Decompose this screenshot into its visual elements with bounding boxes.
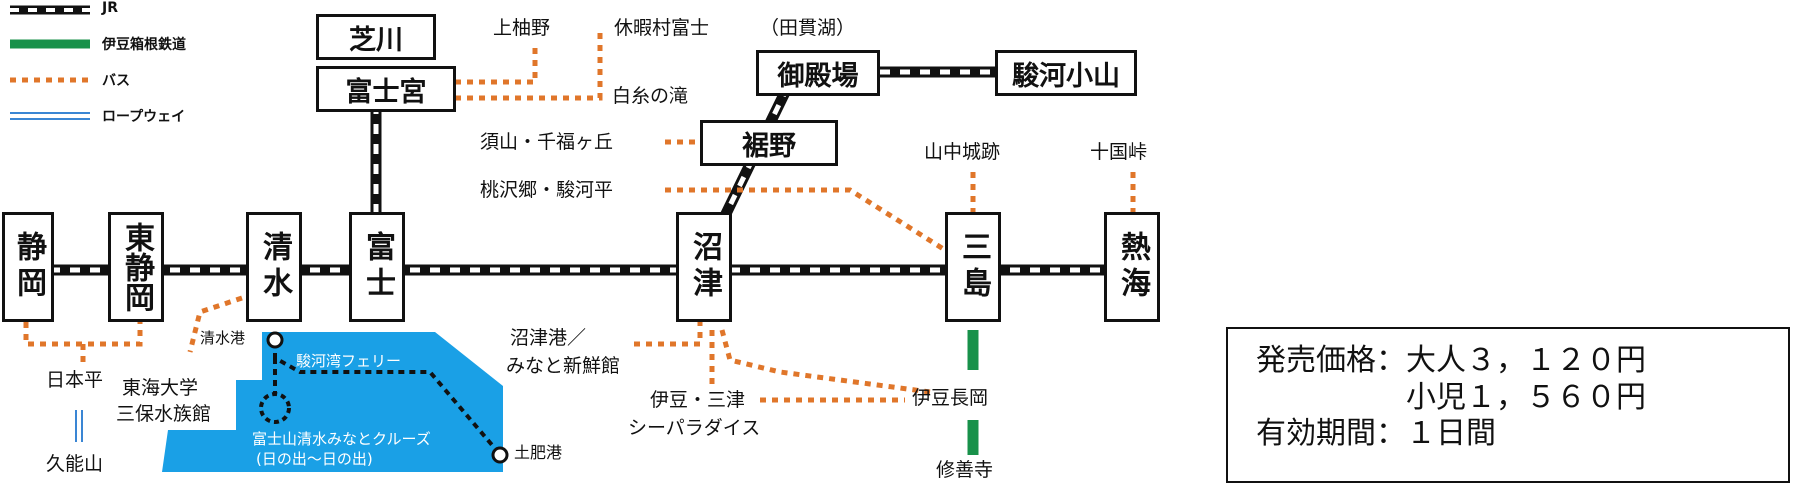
place-jukkoku: 十国峠 bbox=[1090, 141, 1148, 163]
legend-ropeway-label: ロープウェイ bbox=[102, 109, 186, 125]
station-shibakawa[interactable]: 芝川 bbox=[316, 14, 436, 60]
place-tokai-univ-1: 東海大学 bbox=[122, 377, 199, 399]
place-shimizu-port: 清水港 bbox=[200, 329, 246, 347]
ferry-route bbox=[273, 342, 500, 454]
place-momozawa: 桃沢郷・駿河平 bbox=[480, 179, 614, 201]
bus-shimizu-tokai bbox=[187, 295, 243, 353]
place-suyama: 須山・千福ヶ丘 bbox=[480, 131, 614, 153]
place-shuzenji: 修善寺 bbox=[936, 459, 994, 481]
place-yamanaka: 山中城跡 bbox=[924, 141, 1001, 163]
station-shimizu[interactable]: 清水 bbox=[246, 212, 302, 322]
place-kamiyuno: 上柚野 bbox=[493, 17, 551, 39]
station-mishima[interactable]: 三島 bbox=[945, 212, 1001, 322]
station-fuji[interactable]: 富士 bbox=[349, 212, 405, 322]
price-line-adult: 発売価格：大人３，１２０円 bbox=[1256, 343, 1646, 378]
place-izu-mito-1: 伊豆・三津 bbox=[650, 389, 746, 411]
bus-fujinomiya-kamiyuno bbox=[455, 46, 538, 85]
place-izu-mito-2: シーパラダイス bbox=[628, 417, 761, 439]
station-higashi-shizuoka[interactable]: 東静岡 bbox=[108, 212, 164, 322]
bus-momozawa-mishima bbox=[665, 187, 947, 253]
price-line-child: 小児１，５６０円 bbox=[1256, 379, 1646, 415]
place-nihondaira: 日本平 bbox=[46, 369, 104, 391]
station-numazu[interactable]: 沼津 bbox=[676, 212, 732, 322]
jr-gotemba-line-dash bbox=[719, 80, 793, 224]
place-shiraito: 白糸の滝 bbox=[612, 85, 689, 107]
place-ferry: 駿河湾フェリー bbox=[296, 352, 402, 370]
station-fujinomiya[interactable]: 富士宮 bbox=[316, 66, 456, 112]
place-izu-nagaoka: 伊豆長岡 bbox=[912, 387, 989, 409]
legend-izuhakone-label: 伊豆箱根鉄道 bbox=[102, 37, 186, 53]
bus-routes bbox=[23, 28, 1136, 403]
validity-line: 有効期間：１日間 bbox=[1256, 416, 1496, 452]
place-numazu-port-1: 沼津港／ bbox=[510, 327, 587, 349]
bus-numazu-port bbox=[630, 320, 703, 347]
place-kyukamura: 休暇村富士 bbox=[614, 17, 710, 39]
legend-jr-label: JR bbox=[102, 0, 118, 16]
place-toi-port: 土肥港 bbox=[514, 443, 563, 462]
shimizu-port-dot bbox=[266, 331, 284, 349]
price-info-box: 発売価格：大人３，１２０円 小児１，５６０円 有効期間：１日間 bbox=[1226, 327, 1790, 483]
station-susono[interactable]: 裾野 bbox=[700, 120, 838, 166]
toi-port-dot bbox=[491, 446, 509, 464]
place-tokai-univ-2: 三保水族館 bbox=[116, 403, 212, 425]
place-tanuki: （田貫湖） bbox=[760, 17, 856, 39]
place-numazu-port-2: みなと新鮮館 bbox=[506, 355, 621, 377]
bus-numazu-nagaoka bbox=[719, 329, 931, 395]
place-cruise-1: 富士山清水みなとクルーズ bbox=[252, 430, 431, 448]
suruga-bay-area bbox=[162, 332, 503, 472]
station-gotemba[interactable]: 御殿場 bbox=[756, 50, 880, 96]
bus-fujinomiya-kyukamura bbox=[455, 28, 603, 101]
place-kunozan: 久能山 bbox=[46, 453, 104, 475]
place-cruise-2: (日の出～日の出) bbox=[256, 450, 373, 468]
bus-shizuoka-nihondaira bbox=[23, 322, 143, 347]
station-surugaoyama[interactable]: 駿河小山 bbox=[995, 50, 1137, 96]
legend-bus-label: バス bbox=[102, 73, 130, 89]
legend-symbols bbox=[10, 5, 90, 120]
station-atami[interactable]: 熱海 bbox=[1104, 212, 1160, 322]
station-shizuoka[interactable]: 静岡 bbox=[2, 212, 54, 322]
